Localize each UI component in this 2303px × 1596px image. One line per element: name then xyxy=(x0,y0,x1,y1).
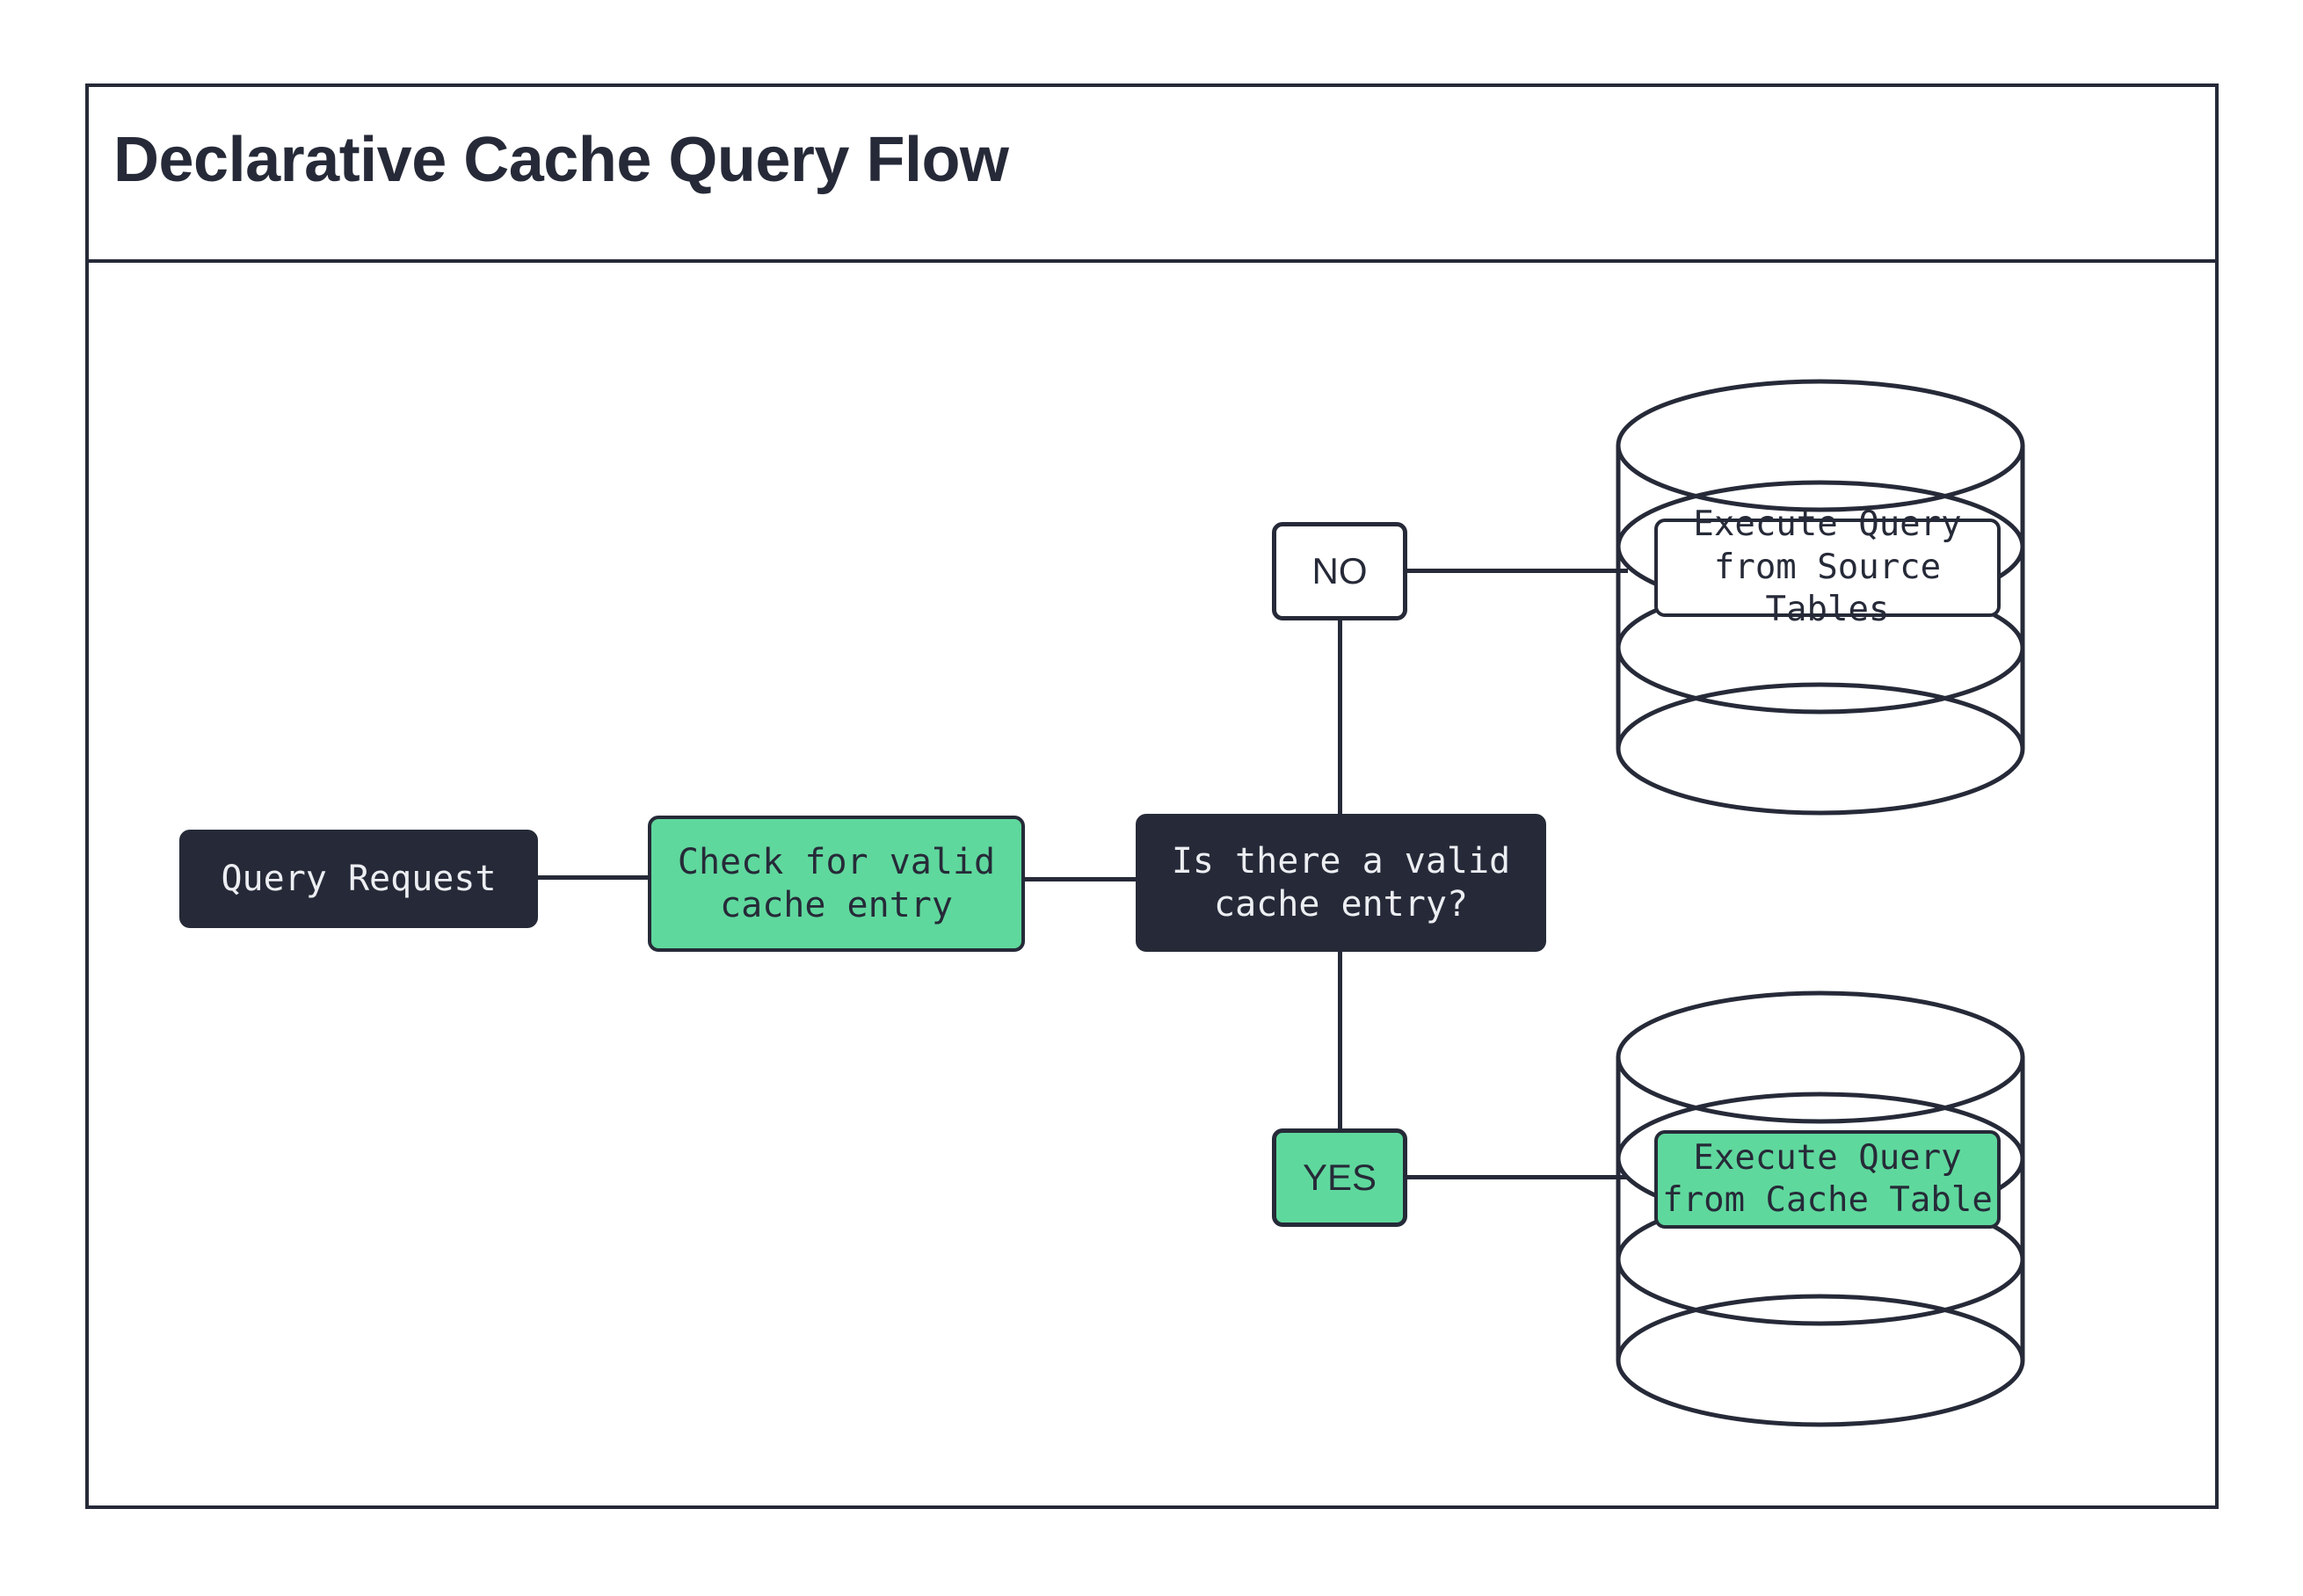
edge-yes-to-cache-database xyxy=(1407,1175,1628,1179)
page-title: Declarative Cache Query Flow xyxy=(113,125,1009,195)
edge-decision-to-no xyxy=(1338,620,1342,816)
database-icon-cache-table xyxy=(1614,989,2027,1428)
node-decision-valid-cache-entry[interactable]: Is there a valid cache entry? xyxy=(1136,814,1546,952)
node-query-request[interactable]: Query Request xyxy=(179,830,538,928)
edge-no-to-source-database xyxy=(1407,569,1628,573)
node-execute-query-cache-table[interactable]: Execute Query from Cache Table xyxy=(1654,1130,2001,1229)
branch-label-yes[interactable]: YES xyxy=(1272,1128,1407,1227)
node-execute-query-source-tables[interactable]: Execute Query from Source Tables xyxy=(1654,504,2001,629)
diagram-frame: Declarative Cache Query Flow Query Reque… xyxy=(85,83,2219,1509)
diagram-title-bar: Declarative Cache Query Flow xyxy=(89,87,2215,263)
edge-decision-to-yes xyxy=(1338,952,1342,1128)
edge-query-request-to-check-cache xyxy=(538,875,648,880)
database-icon-source-tables xyxy=(1614,377,2027,816)
edge-check-cache-to-decision xyxy=(1025,877,1136,881)
branch-label-no[interactable]: NO xyxy=(1272,522,1407,620)
node-check-cache-entry[interactable]: Check for valid cache entry xyxy=(648,816,1025,952)
diagram-canvas: Query Request Check for valid cache entr… xyxy=(89,263,2215,1509)
